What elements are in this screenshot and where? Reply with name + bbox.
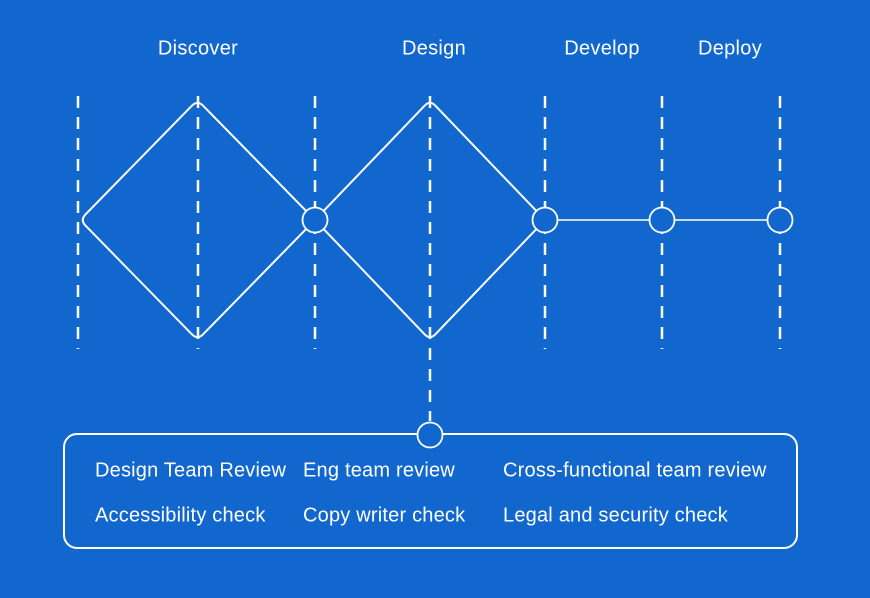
milestone-node-develop-start bbox=[531, 206, 559, 234]
phase-label-develop: Develop bbox=[564, 37, 640, 60]
review-item-copy-writer-check: Copy writer check bbox=[303, 504, 466, 527]
review-panel-connector-node bbox=[416, 421, 444, 449]
diamond-discover bbox=[81, 101, 314, 339]
review-item-legal-security-check: Legal and security check bbox=[503, 504, 728, 527]
milestone-node-deploy-end bbox=[766, 206, 794, 234]
review-panel-border bbox=[63, 433, 798, 549]
review-item-eng-team-review: Eng team review bbox=[303, 459, 455, 482]
review-item-cross-functional-review: Cross-functional team review bbox=[503, 459, 767, 482]
phase-label-deploy: Deploy bbox=[697, 37, 763, 60]
milestone-node-design-start bbox=[301, 206, 329, 234]
milestone-node-deploy-start bbox=[648, 206, 676, 234]
timeline-gridlines bbox=[76, 96, 782, 421]
review-item-accessibility-check: Accessibility check bbox=[95, 504, 266, 527]
phase-label-design: Design bbox=[401, 37, 467, 60]
review-item-design-team-review: Design Team Review bbox=[95, 459, 287, 482]
phase-label-discover: Discover bbox=[157, 37, 239, 60]
